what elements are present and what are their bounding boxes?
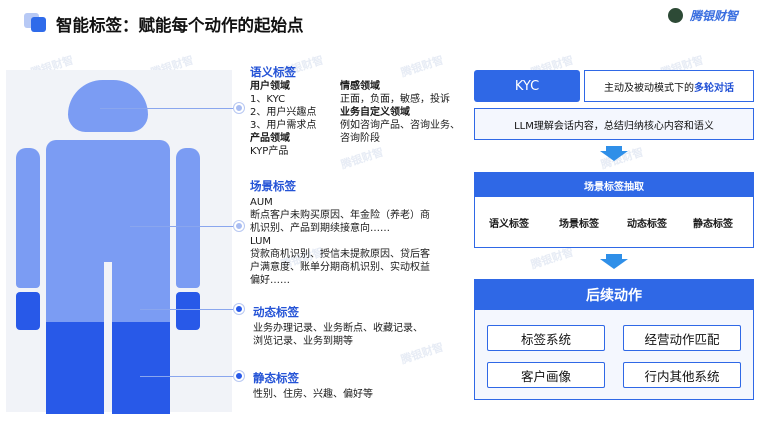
figure-left-hand — [16, 292, 40, 330]
page-title: 智能标签：赋能每个动作的起始点 — [56, 16, 304, 35]
dynamic-line: 业务办理记录、业务断点、收藏记录、 — [253, 323, 423, 334]
scene-extract-title: 场景标签抽取 — [475, 173, 753, 197]
llm-summary-box: LLM理解会话内容，总结归纳核心内容和语义 — [474, 108, 754, 140]
kyc-description: 主动及被动模式下的多轮对话 — [584, 70, 754, 102]
connector-dot — [234, 304, 244, 314]
connector-line — [140, 376, 240, 377]
brand-seal-icon — [668, 8, 683, 23]
semantic-col1-line: 1、KYC — [250, 94, 286, 105]
semantic-col2-line: 咨询阶段 — [340, 133, 380, 144]
semantic-col1-line: 3、用户需求点 — [250, 120, 317, 131]
watermark: 腾银财智 — [339, 145, 386, 172]
figure-right-leg — [112, 322, 170, 414]
emotion-domain-heading: 情感领域 — [340, 81, 380, 92]
down-arrow-icon — [600, 151, 628, 161]
scene-extract-item: 场景标签 — [559, 219, 599, 230]
connector-line — [100, 108, 240, 109]
figure-left-leg — [46, 322, 104, 414]
figure-right-arm — [176, 148, 200, 288]
semantic-col1-line: KYP产品 — [250, 146, 289, 157]
figure-torso — [46, 140, 170, 262]
figure-head — [68, 80, 148, 132]
down-arrow-stem — [606, 146, 622, 151]
scene-line: LUM — [250, 236, 272, 247]
business-action-match-box: 经营动作匹配 — [623, 325, 741, 351]
kyc-box: KYC — [474, 70, 580, 102]
other-bank-systems-box: 行内其他系统 — [623, 362, 741, 388]
semantic-col1-line: 产品领域 — [250, 133, 290, 144]
figure-right-hand — [176, 292, 200, 330]
static-line: 性别、住房、兴趣、偏好等 — [253, 389, 373, 400]
connector-dot — [234, 103, 244, 113]
title-logo-icon — [24, 11, 46, 33]
scene-extract-item: 动态标签 — [627, 219, 667, 230]
kyc-desc-prefix: 主动及被动模式下的 — [604, 82, 694, 94]
scene-extract-item: 静态标签 — [693, 219, 733, 230]
next-actions-title: 后续动作 — [475, 280, 753, 310]
customer-profile-box: 客户画像 — [487, 362, 605, 388]
figure-left-arm — [16, 148, 40, 288]
dynamic-line: 浏览记录、业务到期等 — [253, 336, 353, 347]
brand-logo: 腾银财智 — [690, 9, 739, 23]
dynamic-tag-title: 动态标签 — [253, 305, 299, 319]
connector-dot — [234, 221, 244, 231]
figure-left-thigh — [46, 262, 104, 322]
connector-line — [140, 309, 240, 310]
next-actions-box: 后续动作 标签系统 经营动作匹配 客户画像 行内其他系统 — [474, 279, 754, 400]
semantic-col1-line: 2、用户兴趣点 — [250, 107, 317, 118]
semantic-col2-line: 业务自定义领域 — [340, 107, 410, 118]
scene-extract-box: 场景标签抽取 语义标签 场景标签 动态标签 静态标签 — [474, 172, 754, 248]
scene-line: 断点客户未购买原因、年金险（养老）商 — [250, 210, 430, 221]
kyc-desc-highlight: 多轮对话 — [694, 82, 734, 94]
scene-line: 贷款商机识别、授信未提款原因、贷后客 — [250, 249, 430, 260]
semantic-tag-title: 语义标签 — [250, 65, 296, 79]
down-arrow-stem — [606, 254, 622, 259]
down-arrow-icon — [600, 259, 628, 269]
connector-dot — [234, 371, 244, 381]
semantic-col2-line: 正面，负面，敏感，投诉 — [340, 94, 450, 105]
scene-line: 户满意度、账单分期商机识别、实动权益 — [250, 262, 430, 273]
scene-line: AUM — [250, 197, 273, 208]
user-domain-heading: 用户领域 — [250, 81, 290, 92]
semantic-col2-line: 例如咨询产品、咨询业务、 — [340, 120, 460, 131]
scene-tag-title: 场景标签 — [250, 179, 296, 193]
watermark: 腾银财智 — [399, 340, 446, 367]
scene-extract-item: 语义标签 — [489, 219, 529, 230]
tag-system-box: 标签系统 — [487, 325, 605, 351]
scene-line: 机识别、产品到期续接意向…… — [250, 223, 390, 234]
scene-line: 偏好…… — [250, 275, 290, 286]
static-tag-title: 静态标签 — [253, 371, 299, 385]
watermark: 腾银财智 — [399, 53, 446, 80]
figure-right-thigh — [112, 262, 170, 322]
connector-line — [130, 226, 240, 227]
